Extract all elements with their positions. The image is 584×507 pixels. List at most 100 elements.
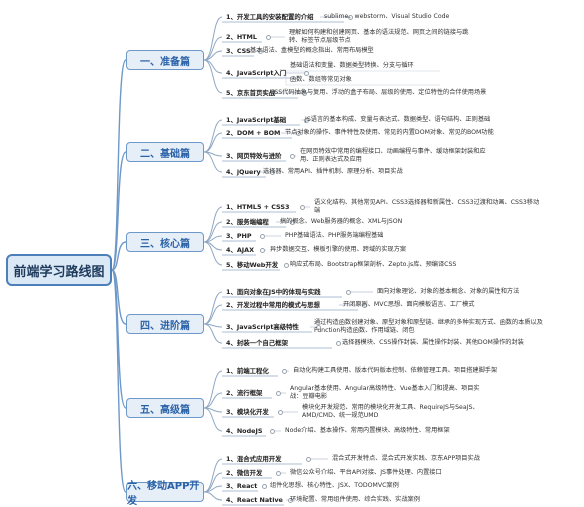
topic-detail: 异步数据交互、模板引擎的使用、跨域的实现方案 (270, 246, 407, 253)
collapse-dot-icon[interactable] (348, 15, 353, 20)
connector-line (111, 59, 127, 271)
collapse-dot-icon[interactable] (260, 234, 265, 239)
topic-detail: 开闭原则、MVC思想、面向模板语言、工厂模式 (343, 301, 475, 308)
root-node[interactable]: 前端学习路线图 (6, 254, 112, 286)
topic-label[interactable]: 4、封装一个自己框架 (226, 339, 288, 347)
collapse-dot-icon[interactable] (260, 248, 265, 253)
collapse-dot-icon[interactable] (276, 471, 281, 476)
connector-line (203, 59, 223, 94)
topic-detail: 面向对象理论、对象的基本概念、对象的属性和方法 (377, 288, 520, 295)
connector-line (203, 458, 223, 493)
topic-label[interactable]: 2、流行框架 (226, 389, 263, 397)
collapse-dot-icon[interactable] (270, 170, 275, 175)
topic-label[interactable]: 1、开发工具的安装配置的介绍 (226, 13, 314, 21)
topic-label[interactable]: 2、服务端编程 (226, 218, 269, 226)
connector-line (203, 407, 223, 432)
topic-detail: 微信公众号介绍、平台API对接、JS事件处理、内置接口 (290, 469, 442, 476)
topic-label[interactable]: 1、面向对象在JS中的体现与实践 (226, 288, 321, 296)
collapse-dot-icon[interactable] (306, 457, 311, 462)
collapse-dot-icon[interactable] (346, 290, 351, 295)
connector-line (203, 151, 223, 173)
connector-line (203, 59, 223, 74)
collapse-dot-icon[interactable] (290, 154, 295, 159)
topic-detail: JS语言的基本构成、变量与表达式、数据类型、语句结构、正则基础 (305, 116, 491, 123)
topic-detail: PHP基础语法、PHP服务端编程基础 (285, 232, 384, 239)
topic-detail: 节点对象的操作、事件特性及使用、常见的内置DOM对象、常见的BOM功能 (285, 129, 494, 136)
topic-label[interactable]: 1、混合式应用开发 (226, 455, 282, 463)
connector-line (203, 323, 223, 344)
collapse-dot-icon[interactable] (266, 35, 271, 40)
topic-detail: Node介绍、基本操作、常用内置模块、高级特性、常用框架 (285, 427, 450, 434)
collapse-dot-icon[interactable] (282, 369, 287, 374)
section-node[interactable]: 四、进阶篇 (126, 314, 204, 334)
collapse-dot-icon[interactable] (362, 303, 367, 308)
collapse-dot-icon[interactable] (304, 118, 309, 123)
topic-detail: 选择器模块、CSS操作封装、属性操作封装、其他DOM操作的封装 (342, 339, 524, 346)
collapse-dot-icon[interactable] (288, 498, 293, 503)
section-node[interactable]: 五、高级篇 (126, 398, 204, 418)
topic-label[interactable]: 3、JavaScript高级特性 (226, 323, 299, 331)
topic-label[interactable]: 2、HTML (226, 33, 257, 41)
collapse-dot-icon[interactable] (296, 131, 301, 136)
topic-label[interactable]: 2、DOM + BOM (226, 129, 281, 137)
collapse-dot-icon[interactable] (278, 410, 283, 415)
topic-label[interactable]: 2、开发过程中常用的模式与思想 (226, 301, 320, 309)
topic-label[interactable]: 1、JavaScript基础 (226, 116, 287, 124)
topic-detail: 理解如何构建和创建网页、基本的语法规范、网页之间的链接与跳转、标签节点层级节点 (289, 29, 469, 45)
topic-label[interactable]: 3、网页特效与进阶 (226, 152, 282, 160)
connector-line (285, 70, 440, 73)
collapse-dot-icon[interactable] (284, 263, 289, 268)
collapse-dot-icon[interactable] (290, 220, 295, 225)
topic-detail: 基础语法和变量、数据类型转换、分支与循环 (290, 62, 414, 69)
topic-label[interactable]: 1、前端工程化 (226, 367, 269, 375)
topic-label[interactable]: 4、jQuery (226, 168, 261, 176)
topic-detail: 搞的概念、Web服务器的概念、XML与JSON (280, 218, 403, 225)
collapse-dot-icon[interactable] (270, 429, 275, 434)
topic-detail: 组件化思想、核心特性、JSX、TODOMVC案例 (270, 482, 399, 489)
topic-label[interactable]: 3、CSS (226, 47, 251, 55)
topic-detail: 基本语法、盒模型的概念指出、常用布局模型 (250, 47, 374, 54)
connector-line (203, 119, 223, 153)
collapse-dot-icon[interactable] (316, 325, 321, 330)
section-node[interactable]: 一、准备篇 (126, 50, 204, 70)
connector-line (111, 269, 127, 493)
connector-line (203, 16, 223, 61)
topic-label[interactable]: 2、微信开发 (226, 469, 263, 477)
topic-label[interactable]: 4、AJAX (226, 246, 255, 254)
topic-label[interactable]: 5、移动Web开发 (226, 261, 279, 269)
section-node[interactable]: 三、核心篇 (126, 232, 204, 252)
connector-line (203, 491, 223, 501)
connector-line (285, 73, 440, 86)
topic-detail: 模块化开发规范、常用的模块化开发工具、RequireJS与SeaJS、AMD/C… (302, 404, 479, 420)
topic-detail: 通过构造函数创建对象、原型对象和原型链、继承的多种实现方式、函数的本质以及Fun… (314, 319, 543, 335)
topic-detail: 函数、数组等常见对象 (290, 76, 352, 83)
connector-line (203, 132, 223, 153)
collapse-dot-icon[interactable] (336, 341, 341, 346)
topic-detail: 自动化构建工具使用、版本代码版本控制、依赖管理工具、项目搭建脚手架 (293, 367, 498, 374)
topic-label[interactable]: 5、京东首页实战 (226, 89, 276, 97)
topic-detail: Angular基本使用、Angular高级特性、Vue基本入门和提高、项目实战：… (290, 385, 480, 401)
collapse-dot-icon[interactable] (304, 71, 309, 76)
topic-detail: 在网页特效中常用的编程接口、动画编程与事件、缓动框架封装和应用、正则表达式及应用 (300, 148, 486, 164)
topic-label[interactable]: 4、JavaScript入门 (226, 69, 287, 77)
collapse-dot-icon[interactable] (276, 391, 281, 396)
topic-detail: 语义化结构、其他常见API、CSS3选择器和新属性、CSS3过渡和动画、CSS3… (314, 199, 540, 215)
section-node[interactable]: 六、移动APP开发 (126, 481, 204, 507)
topic-detail: 选择器、常用API、插件机制、原理分析、项目实战 (263, 168, 403, 175)
topic-label[interactable]: 1、HTML5 + CSS3 (226, 203, 290, 211)
connector-line (203, 304, 223, 325)
topic-detail: 环境配置、常用组件使用、综合实践、实战案例 (290, 496, 420, 503)
collapse-dot-icon[interactable] (262, 484, 267, 489)
collapse-dot-icon[interactable] (258, 49, 263, 54)
topic-label[interactable]: 3、React (226, 482, 258, 490)
topic-label[interactable]: 3、模块化开发 (226, 408, 269, 416)
connector-line (111, 151, 127, 271)
collapse-dot-icon[interactable] (302, 91, 307, 96)
topic-label[interactable]: 3、PHP (226, 232, 252, 240)
collapse-dot-icon[interactable] (300, 205, 305, 210)
topic-label[interactable]: 4、NodeJS (226, 427, 263, 435)
section-node[interactable]: 二、基础篇 (126, 142, 204, 162)
topic-label[interactable]: 4、React Native (226, 496, 283, 504)
